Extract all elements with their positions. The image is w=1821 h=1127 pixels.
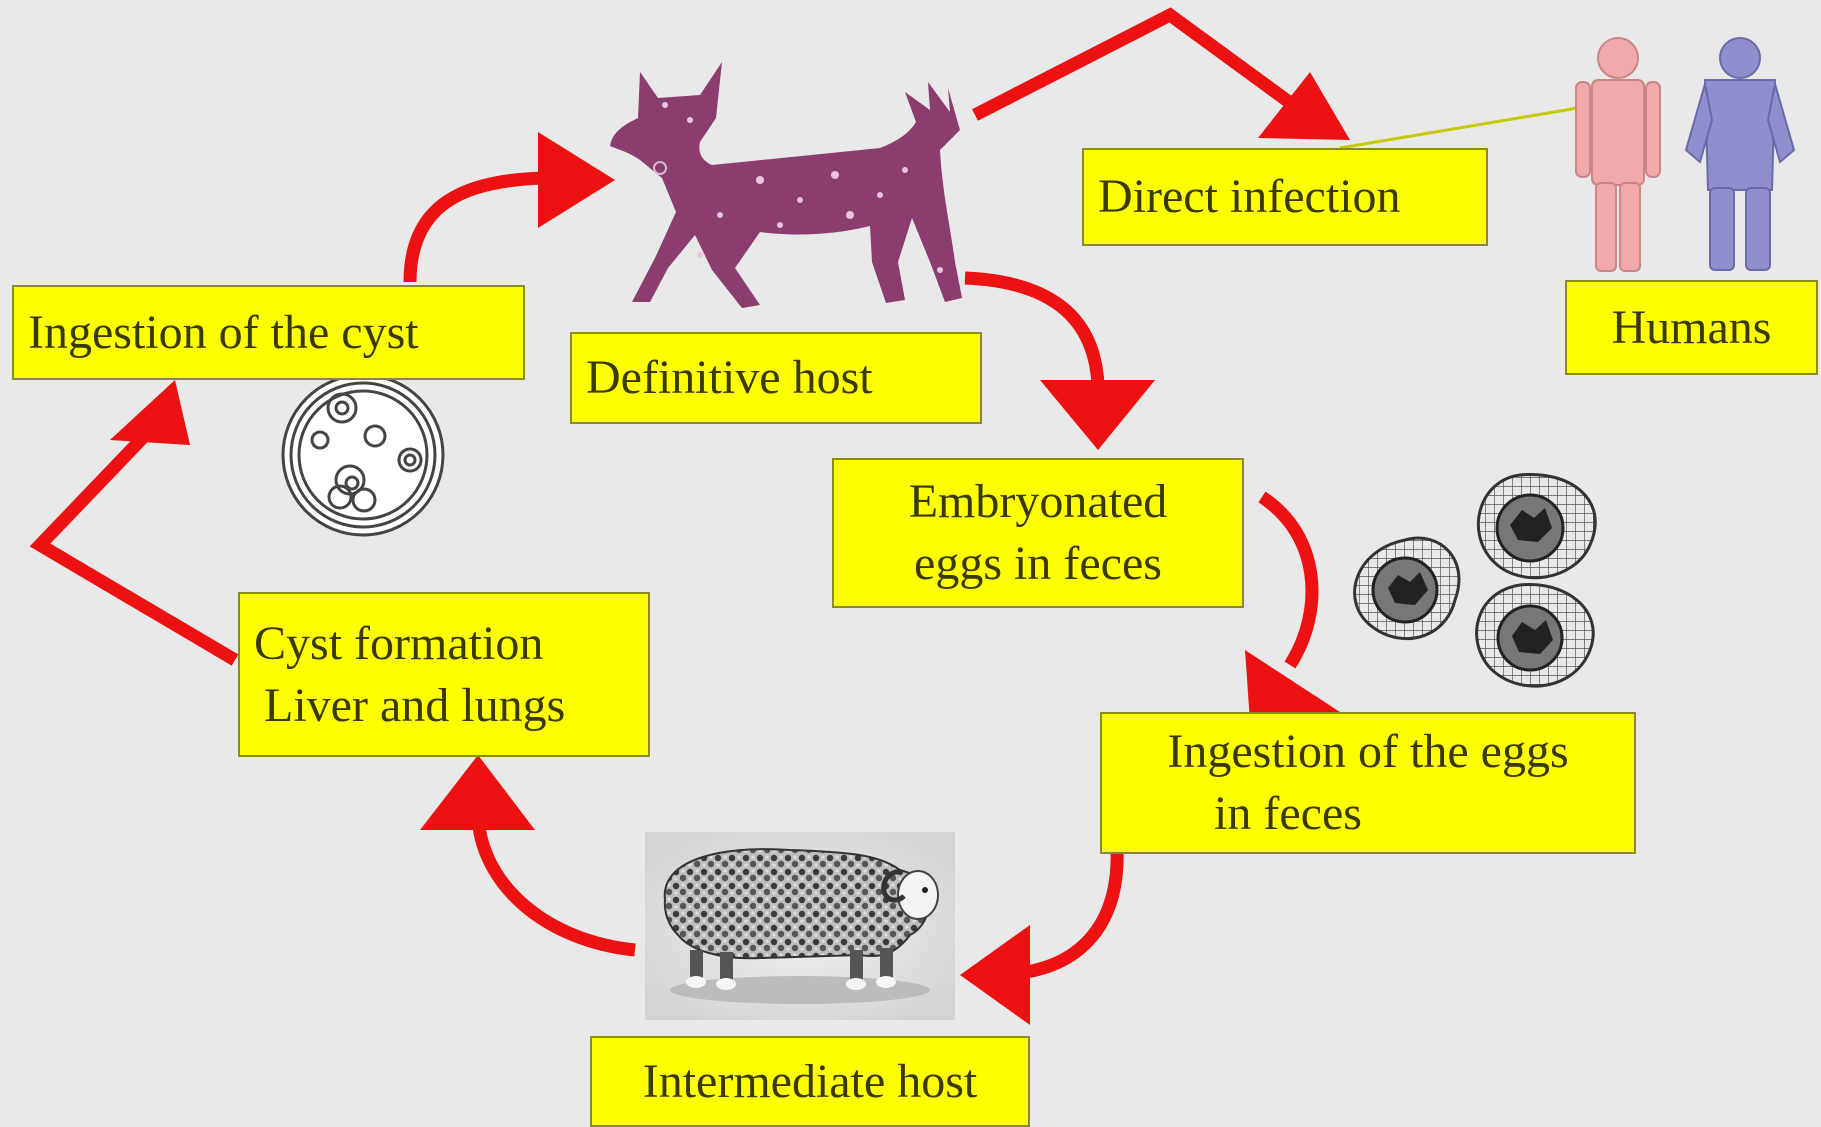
label-intermediate-host: Intermediate host: [590, 1036, 1030, 1127]
label-embryonated-eggs: Embryonated eggs in feces: [832, 458, 1244, 608]
label-direct-infection: Direct infection: [1082, 148, 1488, 246]
label-cyst-formation: Cyst formation Liver and lungs: [238, 592, 650, 757]
label-ingestion-eggs-line1: Ingestion of the eggs: [1167, 721, 1568, 783]
arrowhead-to-cyst-formation: [420, 755, 535, 830]
human-female-icon: [1576, 38, 1660, 271]
label-ingestion-of-the-eggs: Ingestion of the eggs in feces: [1100, 712, 1636, 854]
label-cyst-formation-line1: Cyst formation: [254, 613, 543, 675]
label-embryonated-line2: eggs in feces: [914, 533, 1162, 595]
label-definitive-host: Definitive host: [570, 332, 982, 424]
label-ingestion-eggs-line2: in feces: [1214, 783, 1362, 845]
eggs-icon: [1355, 474, 1596, 686]
arrow-eggs-to-ingestion: [1262, 497, 1312, 665]
arrowhead-to-sheep: [960, 925, 1030, 1025]
cyst-icon: [283, 375, 443, 535]
pointer-line-humans: [1340, 108, 1578, 148]
sheep-icon: [645, 832, 955, 1020]
label-ingestion-of-the-cyst: Ingestion of the cyst: [12, 285, 525, 380]
label-humans-text: Humans: [1612, 297, 1772, 359]
arrow-cyst-to-dog: [410, 178, 545, 282]
arrowhead-to-ingestion-cyst: [110, 380, 190, 445]
label-ingestion-of-the-cyst-text: Ingestion of the cyst: [28, 302, 419, 364]
label-embryonated-line1: Embryonated: [909, 471, 1168, 533]
arrow-sheep-to-cyst-formation: [478, 815, 635, 950]
label-direct-infection-text: Direct infection: [1098, 166, 1401, 228]
arrow-ingestion-to-sheep: [1020, 848, 1117, 973]
arrow-dog-to-eggs: [965, 278, 1098, 385]
dog-icon: [610, 62, 962, 308]
label-humans: Humans: [1565, 280, 1818, 375]
arrowhead-to-eggs: [1040, 380, 1155, 450]
arrowhead-to-dog: [538, 132, 615, 228]
label-definitive-host-text: Definitive host: [586, 347, 873, 409]
label-intermediate-host-text: Intermediate host: [643, 1051, 978, 1113]
arrow-dog-to-direct-infection: [975, 15, 1300, 115]
label-cyst-formation-line2: Liver and lungs: [264, 675, 565, 737]
human-male-icon: [1686, 38, 1794, 270]
arrow-cyst-formation-to-ingestion: [40, 425, 235, 660]
